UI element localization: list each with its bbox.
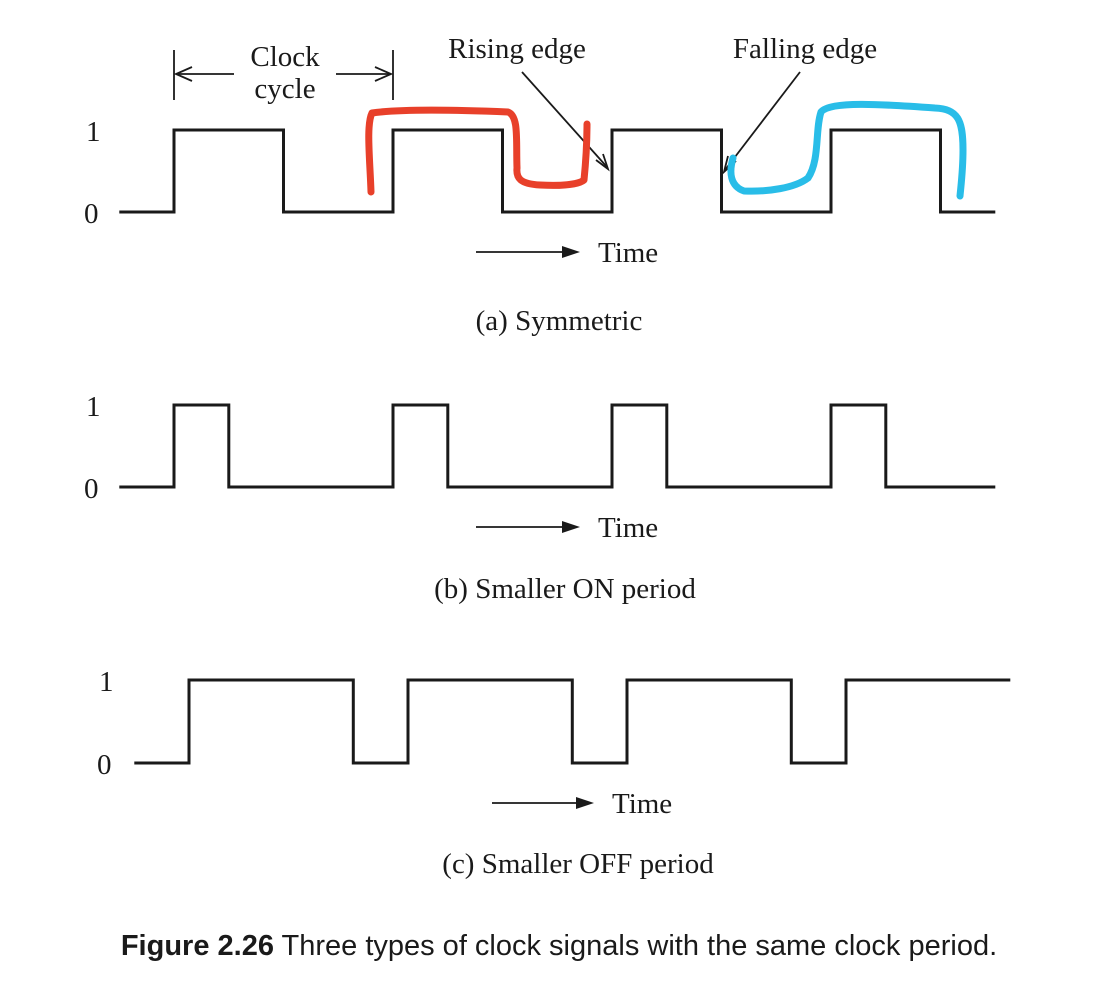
figure-number: Figure 2.26	[120, 930, 274, 962]
panel-b-time-arrowhead	[562, 521, 580, 533]
panel-b-waveform	[119, 403, 996, 489]
red-highlight-stroke	[365, 106, 591, 196]
panel-b-caption: (b) Smaller ON period	[434, 573, 696, 605]
panel-b: 1 0 Time (b) Smaller ON period	[84, 391, 996, 605]
rising-edge-arrowhead	[595, 153, 610, 172]
panel-a: 1 0 Clock cycle Rising edge Falling edge…	[84, 33, 996, 337]
figure-caption: Figure 2.26 Three types of clock signals…	[0, 930, 1118, 963]
clock-cycle-left-arrowhead	[173, 66, 193, 82]
rising-edge-pointer	[521, 71, 608, 168]
panel-a-time-label: Time	[598, 237, 658, 269]
falling-edge-pointer	[724, 71, 801, 171]
falling-edge-label: Falling edge	[733, 33, 877, 65]
blue-highlight-stroke	[727, 100, 967, 200]
panel-a-waveform	[119, 128, 996, 214]
clock-cycle-label-line2: cycle	[254, 73, 315, 105]
clock-cycle-right-arrowhead	[374, 66, 394, 82]
panel-c: 1 0 Time (c) Smaller OFF period	[97, 666, 1011, 880]
panel-b-time-label: Time	[598, 512, 658, 544]
clock-cycle-label-line1: Clock	[250, 41, 320, 73]
rising-edge-label: Rising edge	[448, 33, 586, 65]
panel-c-high-label: 1	[99, 666, 114, 698]
panel-a-low-label: 0	[84, 198, 99, 230]
panel-c-time-arrowhead	[576, 797, 594, 809]
panel-a-caption: (a) Symmetric	[476, 305, 643, 337]
panel-b-low-label: 0	[84, 473, 99, 505]
panel-b-high-label: 1	[86, 391, 101, 423]
panel-c-low-label: 0	[97, 749, 112, 781]
figure-caption-text: Three types of clock signals with the sa…	[273, 930, 998, 962]
panel-c-time-label: Time	[612, 788, 672, 820]
panel-c-caption: (c) Smaller OFF period	[442, 848, 714, 880]
panel-a-high-label: 1	[86, 116, 101, 148]
panel-a-time-arrowhead	[562, 246, 580, 258]
panel-c-waveform	[134, 678, 1011, 765]
